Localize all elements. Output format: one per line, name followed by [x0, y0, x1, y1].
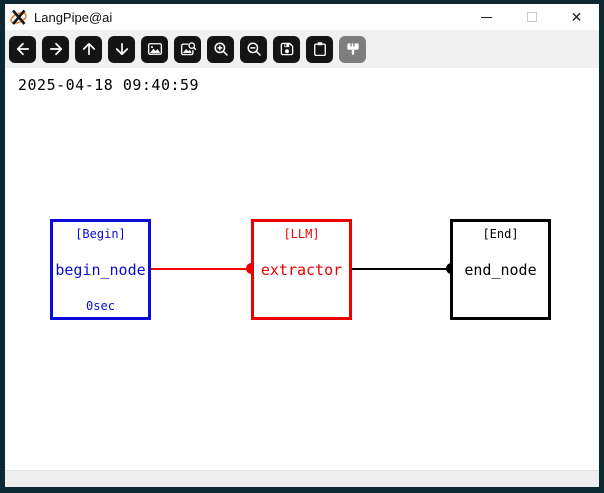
node-type-label: [Begin]: [75, 227, 126, 241]
find-image-button[interactable]: [174, 35, 201, 63]
node-begin[interactable]: [Begin] begin_node 0sec: [50, 219, 151, 320]
arrow-left-icon: [16, 42, 29, 56]
node-end[interactable]: [End] end_node: [450, 219, 551, 320]
save-icon: [280, 42, 293, 56]
zoom-out-button[interactable]: [240, 35, 267, 63]
close-icon: ✕: [570, 8, 583, 25]
fit-image-button[interactable]: [141, 35, 168, 63]
arrow-up-icon: [82, 42, 95, 56]
forward-button[interactable]: [42, 35, 69, 63]
arrow-right-icon: [49, 42, 62, 56]
paint-brush-icon: [346, 43, 359, 55]
image-search-icon: [180, 42, 196, 56]
timestamp: 2025-04-18 09:40:59: [18, 76, 200, 94]
node-name: extractor: [260, 261, 343, 279]
node-duration: 0sec: [86, 299, 115, 313]
minimize-icon: [481, 16, 492, 18]
zoom-in-button[interactable]: [207, 35, 234, 63]
node-extractor[interactable]: [LLM] extractor: [251, 219, 352, 320]
toolbar: [5, 30, 599, 68]
down-button[interactable]: [108, 35, 135, 63]
edge-begin-to-llm: [151, 268, 251, 270]
app-logo-icon: [10, 9, 27, 25]
clipboard-icon: [313, 42, 326, 57]
close-button[interactable]: ✕: [554, 4, 599, 30]
paint-button[interactable]: [339, 35, 366, 63]
save-button[interactable]: [273, 35, 300, 63]
app-window: LangPipe@ai ✕: [5, 4, 599, 487]
maximize-icon: [526, 12, 537, 22]
back-button[interactable]: [9, 35, 36, 63]
zoom-in-icon: [213, 42, 228, 56]
window-title: LangPipe@ai: [34, 9, 113, 25]
node-name: end_node: [464, 261, 537, 279]
zoom-out-icon: [246, 42, 261, 56]
node-type-label: [End]: [482, 227, 519, 241]
caption-buttons: ✕: [464, 4, 599, 30]
node-type-label: [LLM]: [283, 227, 320, 241]
image-icon: [147, 43, 162, 55]
minimize-button[interactable]: [464, 4, 509, 30]
node-name: begin_node: [55, 261, 146, 279]
titlebar: LangPipe@ai ✕: [5, 4, 599, 30]
arrow-down-icon: [115, 42, 128, 56]
paste-button[interactable]: [306, 35, 333, 63]
pipeline-canvas[interactable]: 2025-04-18 09:40:59 [Begin] begin_node 0…: [5, 68, 599, 470]
statusbar: [5, 470, 599, 487]
edge-llm-to-end: [351, 268, 451, 270]
maximize-button[interactable]: [509, 4, 554, 30]
up-button[interactable]: [75, 35, 102, 63]
